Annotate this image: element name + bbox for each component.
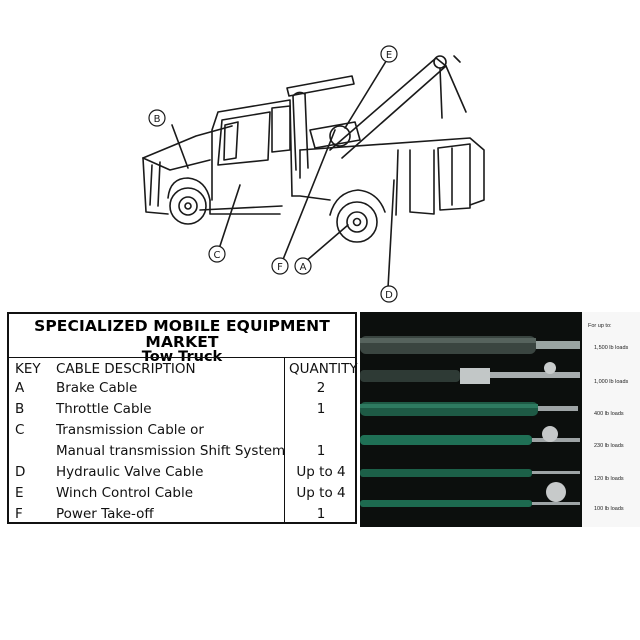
row-key: B	[15, 401, 25, 417]
row-quantity: 2	[316, 380, 326, 396]
callout-c: C	[214, 250, 221, 261]
table-row: Manual transmission Shift System 1	[9, 443, 355, 463]
row-key: A	[15, 380, 25, 396]
row-description: Winch Control Cable	[56, 485, 194, 501]
load-header: For up to:	[588, 323, 612, 329]
callout-b: B	[154, 114, 161, 125]
row-description: Power Take-off	[56, 506, 154, 522]
row-description: Brake Cable	[56, 380, 138, 396]
row-quantity: 1	[316, 443, 326, 459]
row-description: Manual transmission Shift System	[56, 443, 286, 459]
tow-truck-diagram: B C F A D E	[142, 45, 485, 303]
table-column-divider	[284, 357, 285, 522]
row-key: F	[15, 506, 23, 522]
header-quantity: QUANTITY	[289, 361, 358, 377]
row-key: E	[15, 485, 24, 501]
callout-f: F	[277, 262, 283, 273]
callout-d: D	[385, 290, 393, 301]
load-label: 100 lb loads	[594, 506, 624, 512]
load-label: 400 lb loads	[594, 411, 624, 417]
load-label: 1,500 lb loads	[594, 345, 629, 351]
cable-table: SPECIALIZED MOBILE EQUIPMENT MARKET Tow …	[7, 312, 358, 526]
row-key: D	[15, 464, 26, 480]
table-row: F Power Take-off 1	[9, 506, 355, 526]
table-row: C Transmission Cable or	[9, 422, 355, 442]
row-description: Hydraulic Valve Cable	[56, 464, 204, 480]
table-title: SPECIALIZED MOBILE EQUIPMENT MARKET	[34, 317, 330, 351]
load-label: 1,000 lb loads	[594, 379, 629, 385]
row-quantity: Up to 4	[296, 464, 346, 480]
row-description: Transmission Cable or	[56, 422, 204, 438]
table-row: D Hydraulic Valve Cable Up to 4	[9, 464, 355, 484]
row-quantity: 1	[316, 506, 326, 522]
callout-e: E	[386, 50, 392, 61]
row-quantity: Up to 4	[296, 485, 346, 501]
table-row: E Winch Control Cable Up to 4	[9, 485, 355, 505]
table-row: A Brake Cable 2	[9, 380, 355, 400]
row-description: Throttle Cable	[56, 401, 152, 417]
load-label: 120 lb loads	[594, 476, 624, 482]
callout-a: A	[300, 262, 307, 273]
load-label: 230 lb loads	[594, 443, 624, 449]
cable-samples-photo	[360, 312, 640, 527]
header-description: CABLE DESCRIPTION	[56, 361, 196, 377]
table-divider	[9, 357, 355, 358]
row-quantity: 1	[316, 401, 326, 417]
row-key: C	[15, 422, 25, 438]
header-key: KEY	[15, 361, 41, 377]
table-row: B Throttle Cable 1	[9, 401, 355, 421]
